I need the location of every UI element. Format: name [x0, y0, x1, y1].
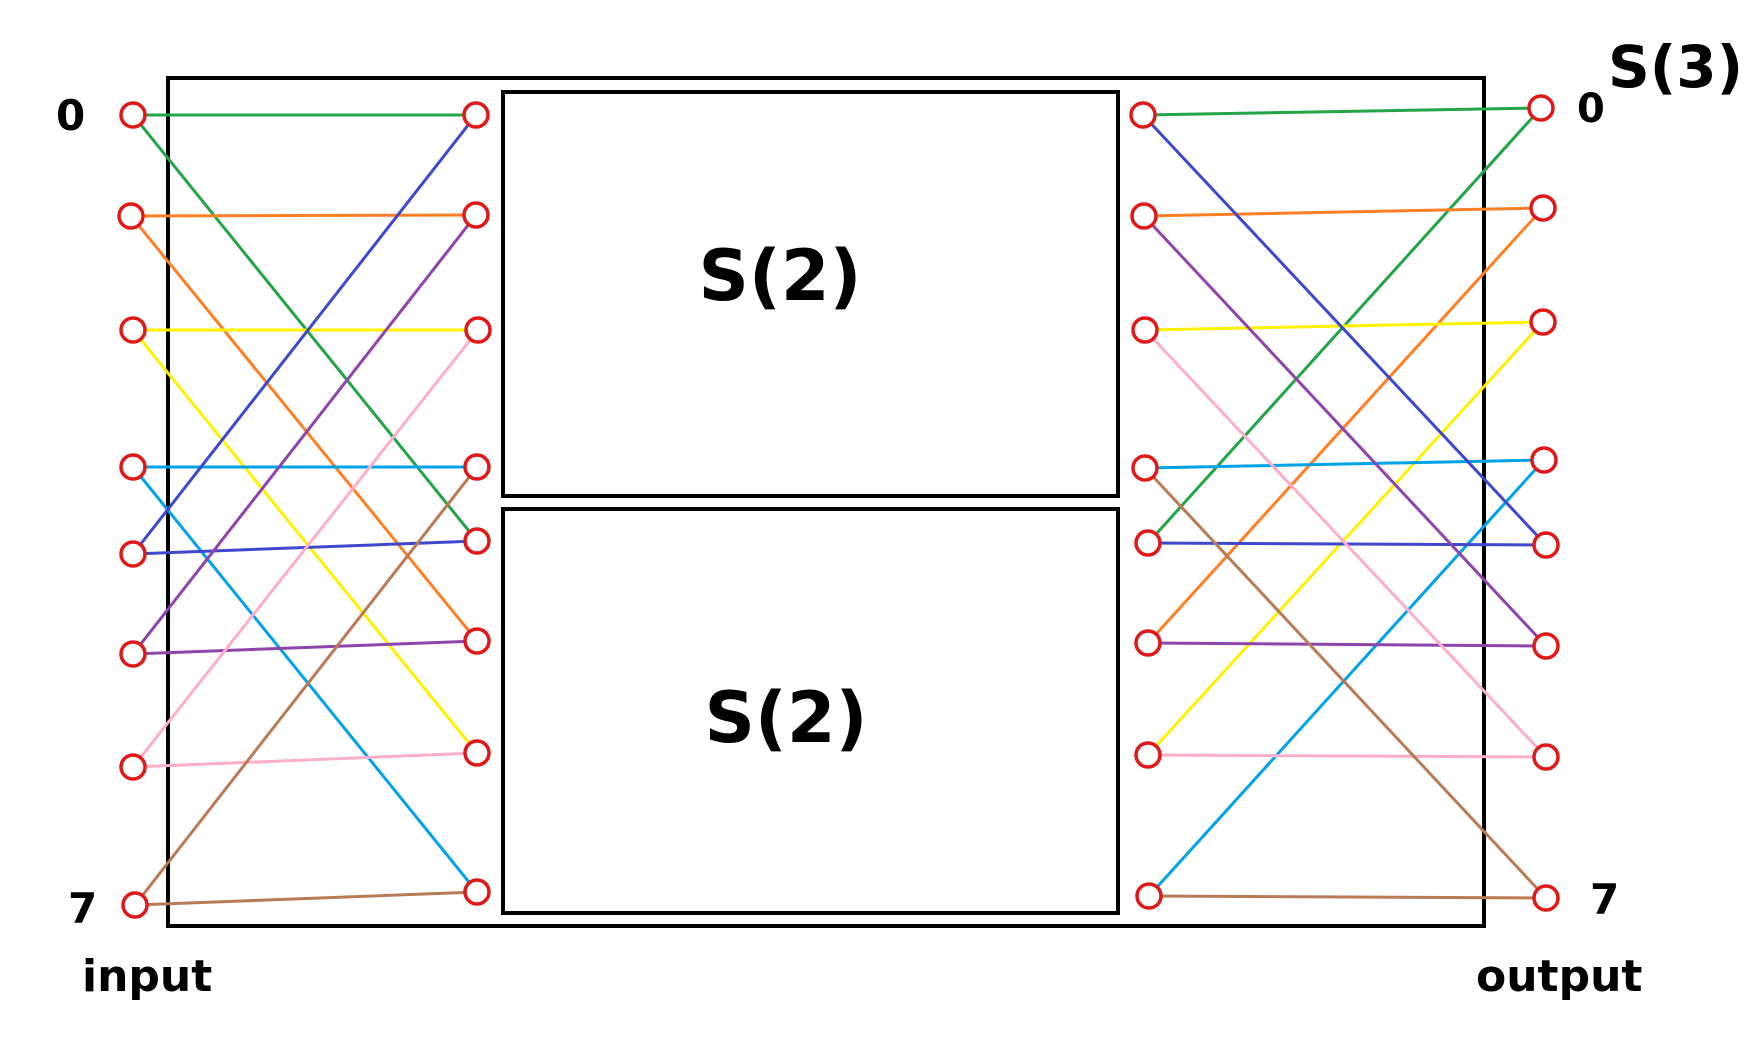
output-wire-yellow-6-to-2 — [1146, 320, 1545, 757]
stage-out-port-7 — [1135, 882, 1163, 910]
output-label: output — [1476, 951, 1642, 1002]
output-wire-cyan-3-to-3 — [1144, 458, 1545, 470]
input-port-0 — [119, 101, 147, 129]
output-port-3 — [1530, 446, 1558, 474]
input-wire-orange-1-to-5 — [129, 215, 479, 642]
stage-out-port-3 — [1131, 454, 1159, 482]
output-last-index: 7 — [1590, 875, 1619, 924]
output-wire-pink-6-to-6 — [1147, 753, 1547, 759]
output-wire-green-0-to-0 — [1142, 106, 1542, 117]
output-wire-orange-1-to-1 — [1143, 206, 1544, 218]
output-port-2 — [1529, 308, 1557, 336]
stage-in-port-3 — [463, 453, 491, 481]
stage-out-port-6 — [1134, 741, 1162, 769]
output-wire-brown-3-to-7 — [1143, 466, 1548, 900]
output-wire-purple-5-to-5 — [1147, 641, 1547, 648]
lower-subnetwork-label: S(2) — [704, 677, 867, 759]
output-port-7 — [1532, 884, 1560, 912]
input-wire-purple-5-to-1 — [131, 214, 478, 655]
output-port-5 — [1532, 632, 1560, 660]
stage-in-port-7 — [463, 878, 491, 906]
output-wire-blue-0-to-4 — [1141, 113, 1548, 547]
input-port-7 — [121, 891, 149, 919]
stage-out-port-2 — [1131, 316, 1159, 344]
stage-in-port-4 — [463, 527, 491, 555]
stage-in-port-5 — [463, 627, 491, 655]
wires-layer — [129, 106, 1548, 907]
input-wire-brown-7-to-3 — [133, 466, 479, 906]
stage-out-port-5 — [1134, 629, 1162, 657]
output-port-6 — [1532, 743, 1560, 771]
input-wire-brown-7-to-7 — [134, 890, 478, 907]
upper-subnetwork-box — [501, 90, 1120, 498]
input-wire-pink-6-to-2 — [131, 329, 480, 768]
input-port-4 — [119, 540, 147, 568]
stage-in-port-6 — [463, 739, 491, 767]
input-label: input — [82, 951, 212, 1002]
input-wire-cyan-3-to-7 — [131, 466, 479, 893]
input-wire-green-0-to-4 — [131, 114, 479, 542]
output-wire-purple-1-to-5 — [1142, 214, 1548, 648]
output-wire-cyan-7-to-3 — [1147, 458, 1546, 898]
stage-out-port-4 — [1134, 529, 1162, 557]
stage-out-port-1 — [1130, 202, 1158, 230]
input-port-1 — [117, 202, 145, 230]
stage-out-port-0 — [1129, 101, 1157, 129]
input-last-index: 7 — [68, 884, 97, 933]
output-port-0 — [1527, 94, 1555, 122]
lower-subnetwork-box — [501, 507, 1120, 915]
output-port-4 — [1532, 531, 1560, 559]
input-port-2 — [119, 316, 147, 344]
input-wire-yellow-2-to-6 — [131, 329, 479, 754]
output-wire-pink-2-to-6 — [1143, 328, 1548, 759]
output-wire-brown-7-to-7 — [1148, 894, 1547, 900]
output-wire-yellow-2-to-2 — [1144, 320, 1544, 332]
input-first-index: 0 — [56, 91, 85, 140]
stage-in-port-0 — [462, 101, 490, 129]
input-port-6 — [119, 753, 147, 781]
upper-subnetwork-label: S(2) — [698, 235, 861, 317]
input-port-3 — [119, 453, 147, 481]
output-wire-orange-5-to-1 — [1146, 206, 1545, 645]
network-title: S(3) — [1608, 33, 1743, 101]
input-port-5 — [119, 640, 147, 668]
output-first-index: 0 — [1577, 86, 1605, 132]
input-wire-pink-6-to-6 — [132, 751, 478, 769]
input-wire-blue-4-to-0 — [131, 114, 478, 555]
stage-in-port-2 — [464, 316, 492, 344]
output-port-1 — [1529, 194, 1557, 222]
input-wire-orange-1-to-1 — [130, 213, 477, 218]
outer-network-frame — [166, 76, 1486, 928]
nodes-layer — [117, 94, 1560, 919]
input-wire-purple-5-to-5 — [132, 639, 478, 656]
stage-in-port-1 — [462, 201, 490, 229]
